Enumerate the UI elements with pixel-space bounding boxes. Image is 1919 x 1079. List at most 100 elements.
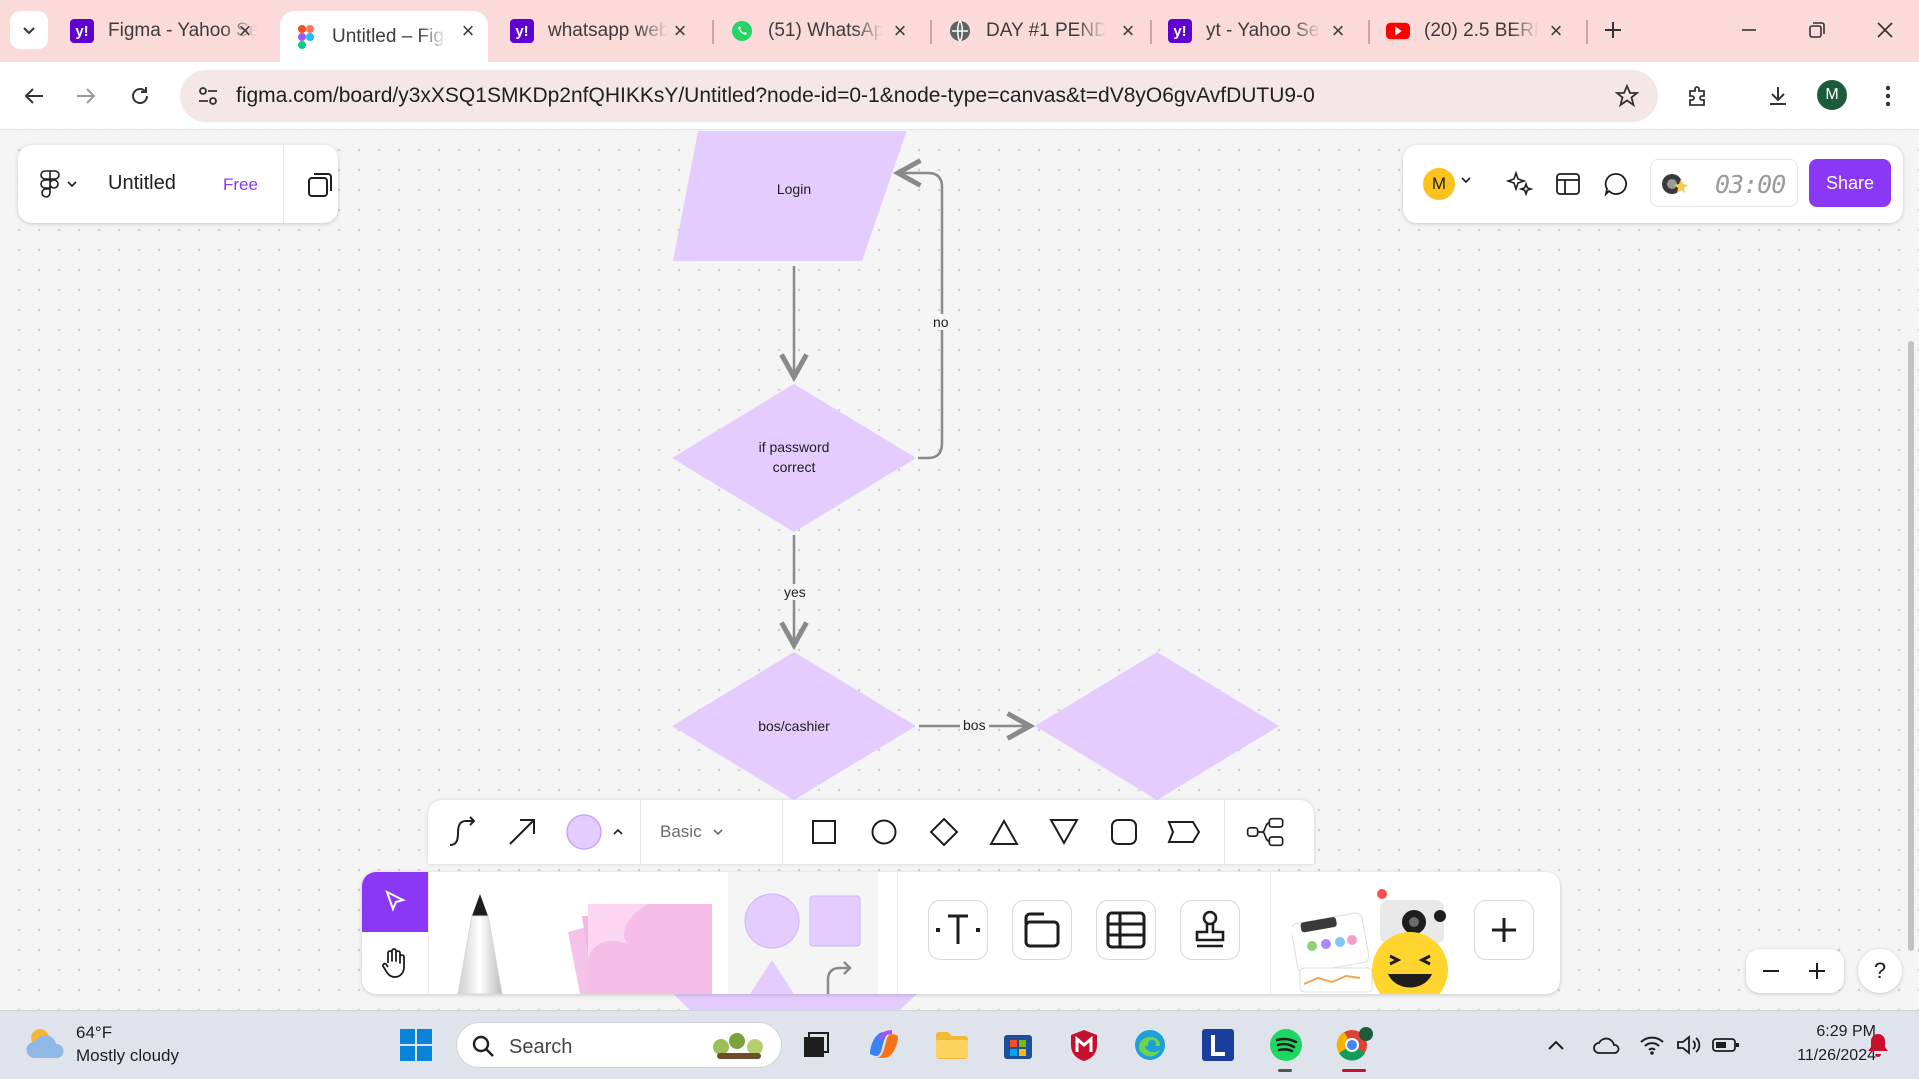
close-icon[interactable]: ×	[893, 18, 907, 43]
tab-search-button[interactable]	[10, 11, 48, 49]
more-tools-button[interactable]	[1474, 900, 1534, 960]
close-icon[interactable]: ×	[461, 18, 475, 43]
close-icon[interactable]: ×	[1549, 18, 1563, 43]
site-info-icon[interactable]	[194, 82, 222, 110]
weather-temperature[interactable]: 64°F	[76, 1023, 113, 1042]
inverted-triangle-shape-button[interactable]	[1044, 812, 1084, 852]
rectangle-shape-button[interactable]	[804, 812, 844, 852]
speaker-icon	[1677, 1035, 1701, 1055]
file-explorer-button[interactable]	[932, 1025, 972, 1065]
minimize-button[interactable]	[1726, 8, 1772, 52]
tab-untitled-figjam[interactable]: Untitled – FigJam ×	[280, 11, 488, 62]
shape-library-select[interactable]: Basic	[660, 822, 724, 842]
pentagon-label-shape-button[interactable]	[1164, 812, 1204, 852]
onedrive-button[interactable]	[1586, 1025, 1626, 1065]
close-icon[interactable]: ×	[1121, 18, 1135, 43]
tab-figma-yahoo[interactable]: y! Figma - Yahoo Search Results ×	[60, 11, 265, 51]
partial-node[interactable]	[670, 991, 920, 1010]
tab-whatsapp[interactable]: (51) WhatsApp ×	[720, 11, 920, 51]
elbow-connector-button[interactable]	[442, 812, 482, 852]
mcafee-button[interactable]	[1064, 1025, 1104, 1065]
file-name[interactable]: Untitled	[108, 172, 176, 194]
cloudy-weather-icon[interactable]	[24, 1024, 68, 1064]
plan-badge[interactable]: Free	[223, 175, 258, 194]
role-check-node[interactable]	[672, 652, 916, 800]
chevron-up-icon[interactable]	[612, 827, 624, 837]
tab-whatsapp-web-yahoo[interactable]: y! whatsapp web - Yahoo Search ×	[500, 11, 700, 51]
profile-avatar[interactable]: M	[1817, 80, 1847, 110]
address-bar[interactable]: figma.com/board/y3xXSQ1SMKDp2nfQHIKKsY/U…	[180, 70, 1658, 122]
zoom-out-button[interactable]	[1754, 954, 1788, 988]
layout-button[interactable]	[1551, 167, 1585, 201]
pages-button[interactable]	[303, 168, 337, 202]
help-button[interactable]: ?	[1858, 949, 1902, 993]
mind-map-button[interactable]	[1246, 812, 1286, 852]
straight-connector-button[interactable]	[502, 812, 542, 852]
back-button[interactable]	[12, 74, 56, 118]
stamp-tool-button[interactable]	[1180, 900, 1240, 960]
volume-status[interactable]	[1668, 1025, 1708, 1065]
tab-yt-yahoo[interactable]: y! yt - Yahoo Search Results ×	[1158, 11, 1358, 51]
microsoft-store-button[interactable]	[998, 1025, 1038, 1065]
shapes-tool[interactable]	[728, 872, 878, 994]
user-avatar[interactable]: M	[1423, 168, 1455, 200]
forward-button[interactable]	[64, 74, 108, 118]
figjam-canvas[interactable]: Login if password correct bos/cashier no…	[0, 131, 1919, 1010]
show-hidden-icons-button[interactable]	[1536, 1025, 1576, 1065]
diamond-shape-button[interactable]	[924, 812, 964, 852]
close-window-button[interactable]	[1862, 8, 1908, 52]
move-tool-button[interactable]	[362, 872, 428, 932]
restore-button[interactable]	[1794, 8, 1840, 52]
edge-button[interactable]	[1130, 1025, 1170, 1065]
main-menu-button[interactable]	[40, 167, 90, 201]
tab-youtube[interactable]: (20) 2.5 BERKENALAN ×	[1376, 11, 1576, 51]
ai-sparkle-button[interactable]	[1503, 167, 1537, 201]
figma-logo-icon	[40, 170, 60, 198]
hand-tool-button[interactable]	[362, 932, 428, 994]
widgets-stickers-tool[interactable]	[1292, 888, 1462, 994]
chrome-button[interactable]	[1334, 1025, 1374, 1065]
rounded-rectangle-shape-button[interactable]	[1104, 812, 1144, 852]
ellipse-shape-button[interactable]	[864, 812, 904, 852]
vertical-scrollbar[interactable]	[1908, 341, 1914, 951]
sticky-note-tool[interactable]	[558, 894, 718, 994]
login-node[interactable]	[673, 131, 910, 261]
triangle-shape-button[interactable]	[984, 812, 1024, 852]
fill-color-button[interactable]	[564, 812, 604, 852]
wifi-status[interactable]	[1632, 1025, 1672, 1065]
url-text[interactable]: figma.com/board/y3xXSQ1SMKDp2nfQHIKKsY/U…	[236, 84, 1315, 107]
clock-date[interactable]: 11/26/2024	[1797, 1047, 1876, 1064]
spotify-button[interactable]	[1266, 1025, 1306, 1065]
share-button[interactable]: Share	[1809, 159, 1891, 207]
empty-diamond-node[interactable]	[1035, 652, 1279, 800]
close-icon[interactable]: ×	[1331, 18, 1345, 43]
taskbar-search[interactable]: Search	[456, 1022, 782, 1068]
marker-pen-tool[interactable]	[450, 892, 510, 994]
downloads-button[interactable]	[1756, 74, 1800, 118]
weather-description[interactable]: Mostly cloudy	[76, 1046, 179, 1065]
comment-button[interactable]	[1599, 167, 1633, 201]
new-tab-button[interactable]	[1590, 8, 1636, 52]
clock-time[interactable]: 6:29 PM	[1816, 1023, 1876, 1040]
l-app-button[interactable]	[1198, 1025, 1238, 1065]
task-view-button[interactable]	[796, 1025, 836, 1065]
start-button[interactable]	[396, 1025, 436, 1065]
close-icon[interactable]: ×	[238, 18, 252, 43]
close-icon	[1877, 22, 1893, 38]
timer-widget[interactable]: 03:00	[1650, 159, 1798, 207]
section-tool-button[interactable]	[1012, 900, 1072, 960]
browser-menu-button[interactable]	[1866, 74, 1910, 118]
notifications-button[interactable]	[1858, 1025, 1898, 1065]
copilot-button[interactable]	[864, 1025, 904, 1065]
bookmark-star-icon[interactable]	[1612, 81, 1642, 111]
password-check-node[interactable]	[672, 384, 916, 532]
close-icon[interactable]: ×	[673, 18, 687, 43]
tab-day1[interactable]: DAY #1 PENDAHULUAN ×	[938, 11, 1148, 51]
extensions-button[interactable]	[1676, 74, 1720, 118]
text-tool-button[interactable]	[928, 900, 988, 960]
battery-status[interactable]	[1706, 1025, 1746, 1065]
table-tool-button[interactable]	[1096, 900, 1156, 960]
reload-button[interactable]	[118, 74, 162, 118]
zoom-in-button[interactable]	[1800, 954, 1834, 988]
chevron-down-icon[interactable]	[1459, 173, 1473, 187]
